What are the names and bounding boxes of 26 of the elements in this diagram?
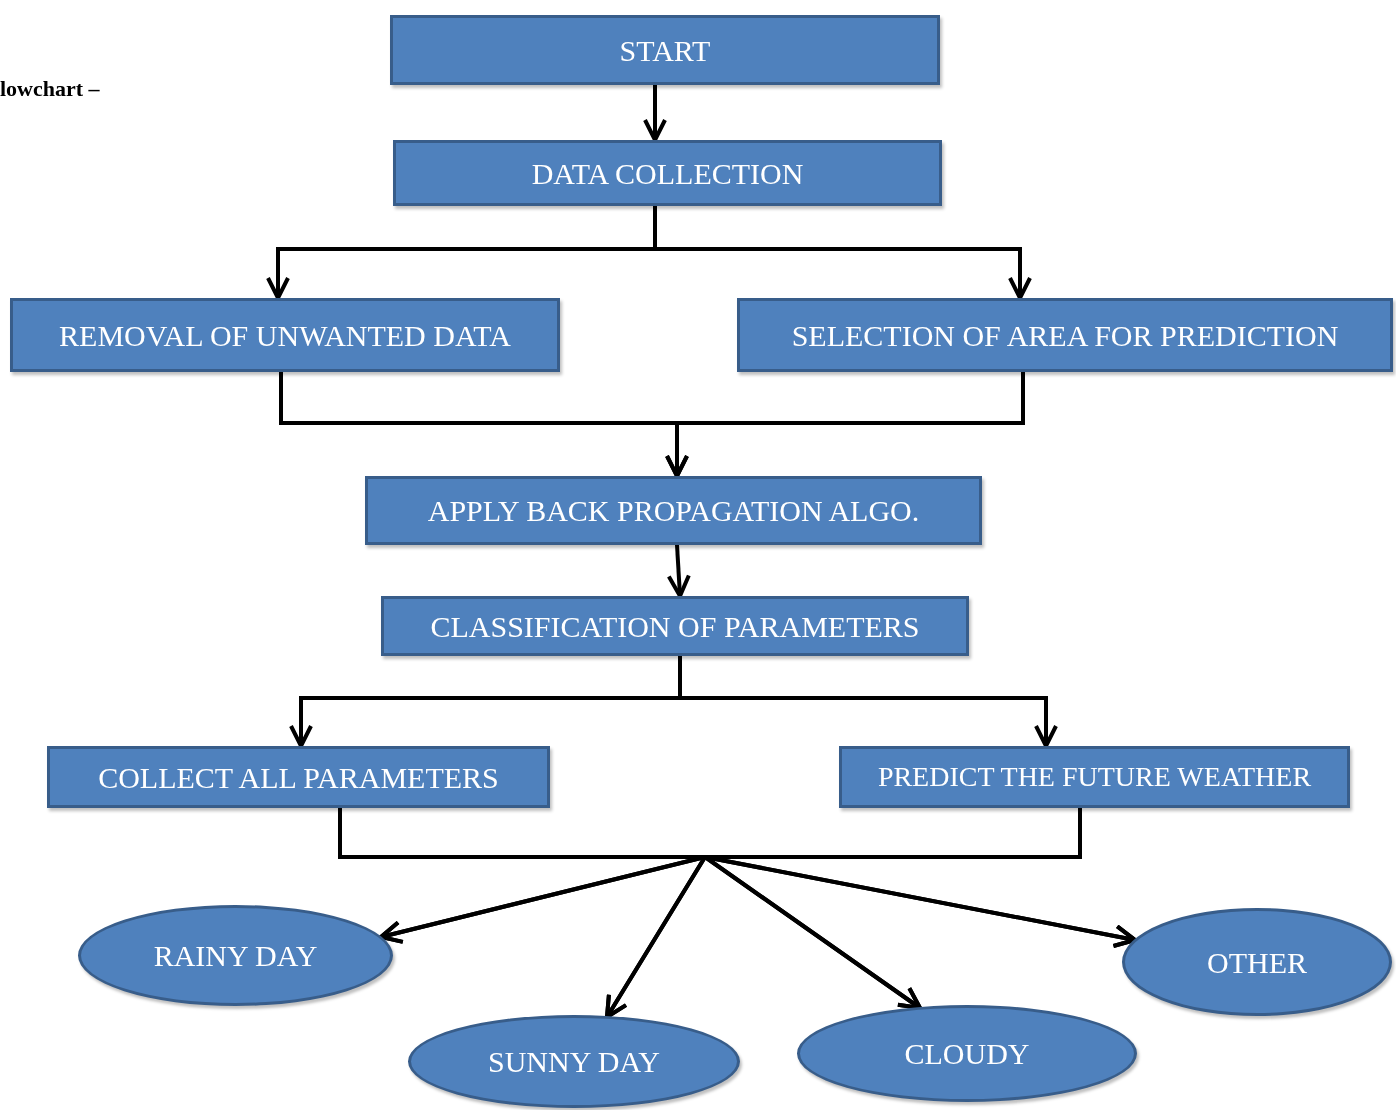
process-box [381,596,969,656]
process-box [10,298,560,372]
node-label: OTHER [1207,945,1307,979]
arrow [653,206,1032,300]
arrow [666,544,691,598]
node-label: RAINY DAY [153,939,318,972]
node-label: APPLY BACK PROPAGATION ALGO. [427,494,920,527]
arrow [678,656,1058,748]
node-label: COLLECT ALL PARAMETERS [98,760,499,794]
node-label: REMOVAL OF UNWANTED DATA [59,318,511,352]
process-box [365,476,982,545]
process-box [839,746,1350,808]
node-label: CLOUDY [904,1037,1030,1070]
process-box [390,15,940,85]
node-label: SELECTION OF AREA FOR PREDICTION [791,318,1339,352]
process-box [393,140,942,206]
heading-note: lowchart – [0,76,100,102]
node-label: START [619,33,711,67]
node-label: SUNNY DAY [488,1045,660,1078]
node-label: PREDICT THE FUTURE WEATHER [877,761,1312,793]
node-label: DATA COLLECTION [531,156,804,190]
node-label: CLASSIFICATION OF PARAMETERS [430,609,920,643]
process-box [737,298,1393,372]
arrow [665,372,1025,478]
process-box [47,746,550,808]
arrow [643,85,667,142]
